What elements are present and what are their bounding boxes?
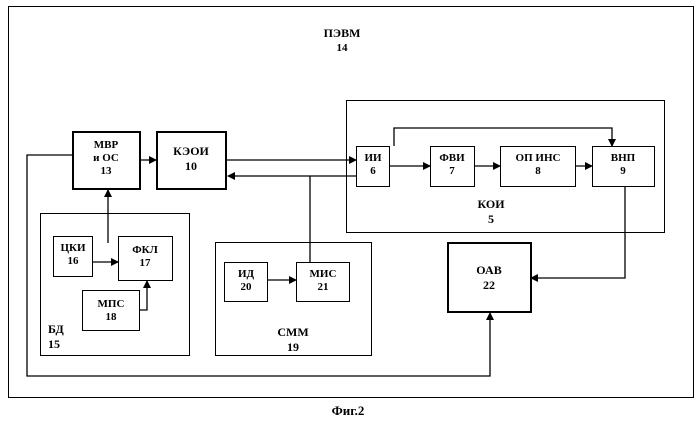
mis-label: МИС 21: [310, 268, 337, 294]
vnp-number: 9: [611, 165, 635, 178]
cki-name: ЦКИ: [60, 242, 85, 255]
keoi-name: КЭОИ: [173, 144, 209, 159]
pc-label: ПЭВМ 14: [324, 26, 361, 56]
koi-label: КОИ 5: [477, 197, 504, 227]
mps-label: МПС 18: [98, 298, 125, 324]
cki-number: 16: [60, 255, 85, 268]
fvi-name: ФВИ: [439, 152, 464, 165]
mvr-line2: и ОС: [93, 152, 119, 165]
oav-number: 22: [476, 278, 501, 293]
opins-name: ОП ИНС: [516, 152, 561, 165]
id-label: ИД 20: [238, 268, 254, 294]
oav-label: ОАВ 22: [476, 263, 501, 293]
oav-name: ОАВ: [476, 263, 501, 278]
fkl-name: ФКЛ: [132, 244, 158, 257]
pc-number: 14: [324, 41, 361, 56]
koi-name: КОИ: [477, 197, 504, 212]
pc-name: ПЭВМ: [324, 26, 361, 41]
smm-name: СММ: [277, 325, 308, 340]
fvi-label: ФВИ 7: [439, 152, 464, 178]
bd-number: 15: [48, 337, 64, 352]
smm-number: 19: [277, 340, 308, 355]
bd-label: БД 15: [48, 322, 64, 352]
vnp-name: ВНП: [611, 152, 635, 165]
id-number: 20: [238, 281, 254, 294]
koi-number: 5: [477, 212, 504, 227]
figure-caption: Фиг.2: [332, 404, 365, 417]
mvr-label: МВР и ОС 13: [93, 139, 119, 178]
ii-number: 6: [364, 165, 381, 178]
mvr-number: 13: [93, 165, 119, 178]
fkl-number: 17: [132, 257, 158, 270]
vnp-label: ВНП 9: [611, 152, 635, 178]
smm-label: СММ 19: [277, 325, 308, 355]
opins-label: ОП ИНС 8: [516, 152, 561, 178]
id-name: ИД: [238, 268, 254, 281]
fkl-label: ФКЛ 17: [132, 244, 158, 270]
bd-name: БД: [48, 322, 64, 337]
mis-name: МИС: [310, 268, 337, 281]
opins-number: 8: [516, 165, 561, 178]
keoi-label: КЭОИ 10: [173, 144, 209, 174]
mvr-line1: МВР: [93, 139, 119, 152]
keoi-number: 10: [173, 159, 209, 174]
cki-label: ЦКИ 16: [60, 242, 85, 268]
mis-number: 21: [310, 281, 337, 294]
ii-name: ИИ: [364, 152, 381, 165]
mps-number: 18: [98, 311, 125, 324]
ii-label: ИИ 6: [364, 152, 381, 178]
mps-name: МПС: [98, 298, 125, 311]
fvi-number: 7: [439, 165, 464, 178]
